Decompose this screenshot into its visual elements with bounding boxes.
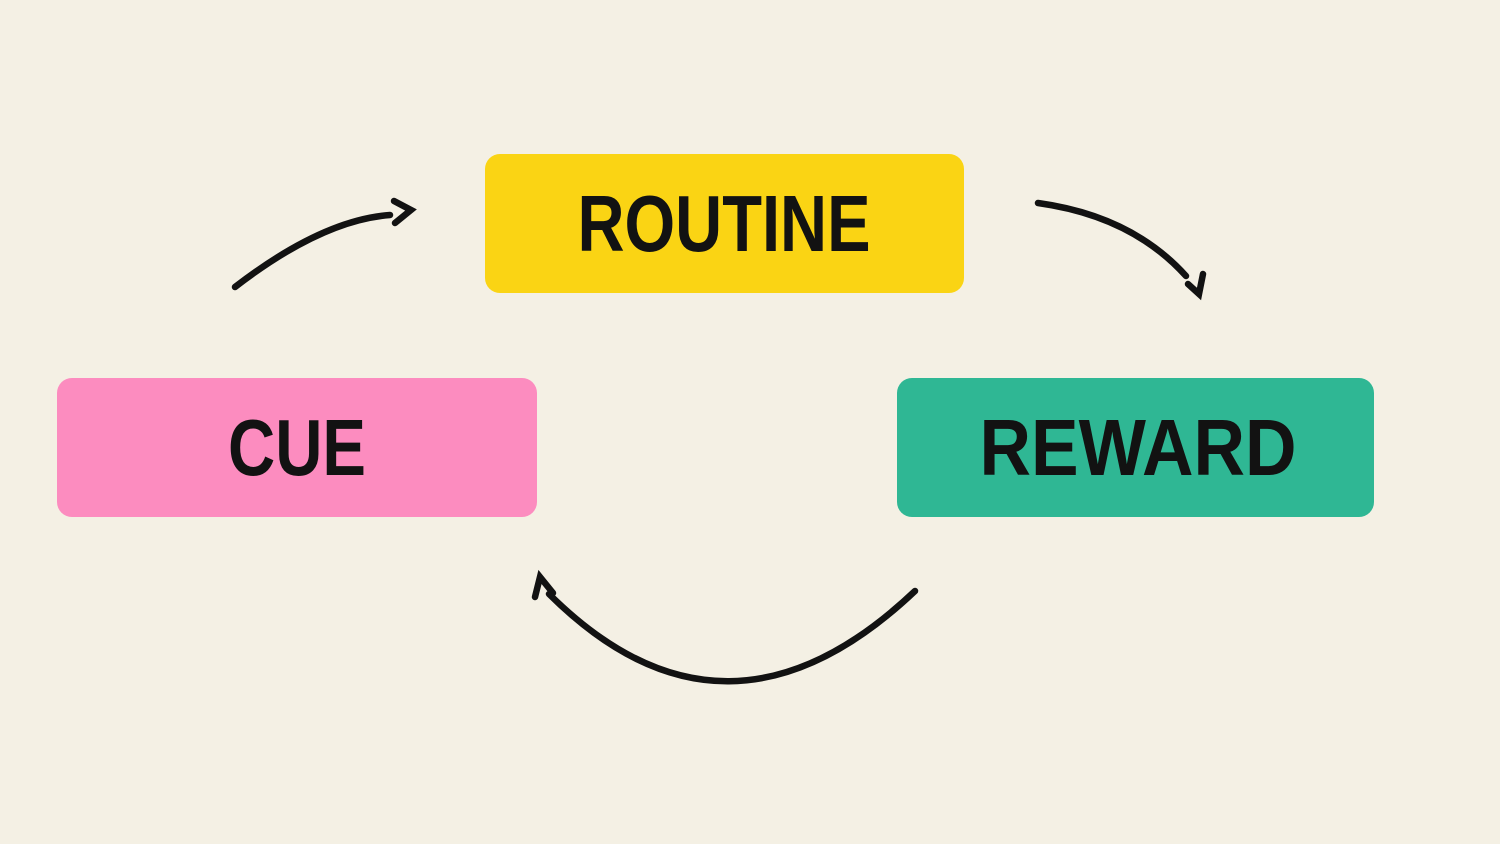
arrow-cue-to-routine <box>231 197 417 291</box>
arrow-routine-to-reward-arrowhead-icon <box>1184 270 1207 301</box>
node-reward-label: REWARD <box>980 403 1297 492</box>
node-cue-label: CUE <box>228 403 366 492</box>
node-routine: ROUTINE <box>485 154 964 293</box>
node-cue: CUE <box>57 378 537 517</box>
arrow-reward-to-cue-shaft <box>545 587 919 685</box>
node-routine-label: ROUTINE <box>578 179 871 268</box>
arrow-routine-to-reward <box>1034 199 1207 301</box>
arrow-routine-to-reward-shaft <box>1034 199 1190 280</box>
node-reward-box <box>897 378 1374 517</box>
arrow-cue-to-routine-shaft <box>231 211 394 291</box>
arrow-cue-to-routine-arrowhead-icon <box>390 197 417 227</box>
arrow-reward-to-cue-arrowhead-icon <box>531 569 557 601</box>
arrow-reward-to-cue <box>531 569 919 685</box>
node-cue-box <box>57 378 537 517</box>
node-routine-box <box>485 154 964 293</box>
node-reward: REWARD <box>897 378 1374 517</box>
